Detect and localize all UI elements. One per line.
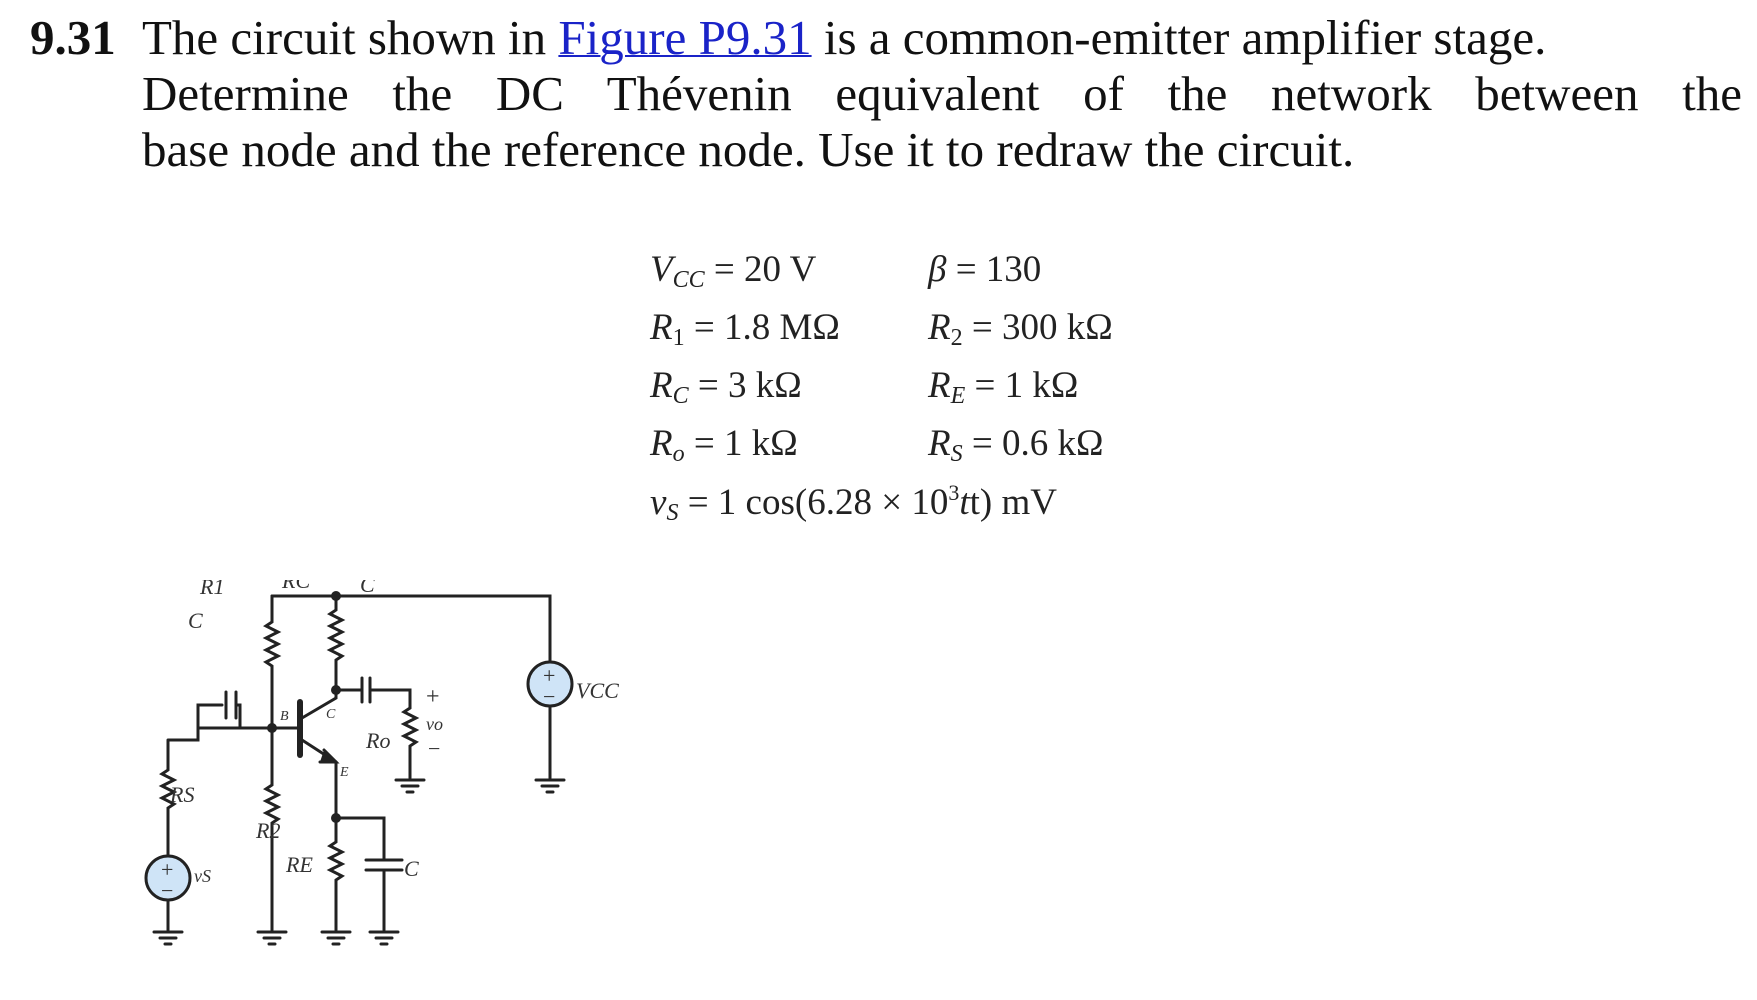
label-c-in: C — [188, 608, 203, 633]
rs-resistor — [158, 726, 200, 857]
param-ro: Ro = 1 kΩ — [650, 423, 798, 467]
bypass-capacitor — [364, 858, 404, 932]
param-re: RE = 1 kΩ — [928, 365, 1079, 409]
label-c-out: C — [360, 580, 375, 597]
label-rc: RC — [281, 580, 310, 593]
node-dot — [331, 813, 341, 823]
param-r2: R2 = 300 kΩ — [928, 307, 1113, 351]
r2-resistor — [262, 726, 282, 932]
figure-link[interactable]: Figure P9.31 — [558, 10, 812, 65]
label-vo: vo — [426, 714, 443, 734]
problem-line-1: 9.31 The circuit shown in Figure P9.31 is… — [30, 10, 1750, 66]
node-dot — [267, 723, 277, 733]
circuit-diagram: + − + − + − R1 C RS vS R2 RC C RE C Ro v… — [144, 580, 619, 946]
vs-minus: − — [161, 878, 173, 903]
node-dot — [331, 591, 341, 601]
re-resistor — [326, 816, 346, 932]
label-emitter: E — [339, 765, 349, 780]
label-vs: vS — [194, 866, 211, 886]
problem-text-start: The circuit shown in — [142, 10, 559, 65]
vo-plus: + — [426, 684, 440, 710]
vo-minus: − — [428, 736, 440, 761]
ro-resistor — [400, 706, 420, 780]
problem-text-end: is a common-emitter amplifier stage. — [811, 10, 1547, 65]
label-rs: RS — [169, 782, 194, 807]
param-vcc: VCC = 20 V — [650, 249, 817, 293]
label-collector: C — [326, 707, 336, 722]
label-r1: R1 — [199, 580, 224, 599]
label-re: RE — [285, 852, 313, 877]
label-vcc: VCC — [576, 678, 619, 703]
emitter-wire — [334, 760, 386, 862]
problem-number: 9.31 — [30, 10, 116, 65]
param-vs: vS = 1 cos(6.28 × 103tt) mV — [650, 480, 1057, 526]
problem-line-2: Determine the DC Thévenin equivalent of … — [142, 66, 1742, 121]
param-rs: RS = 0.6 kΩ — [928, 423, 1104, 467]
ground-symbols — [152, 778, 566, 946]
vcc-minus: − — [543, 684, 555, 709]
rc-resistor — [326, 594, 346, 686]
output-capacitor — [334, 676, 412, 710]
node-dot — [331, 685, 341, 695]
label-c-e: C — [404, 856, 419, 881]
label-r2: R2 — [255, 818, 280, 843]
vs-plus: + — [161, 857, 173, 882]
input-capacitor — [196, 690, 242, 730]
vcc-plus: + — [543, 663, 555, 688]
top-rail-wire — [270, 594, 552, 664]
param-r1: R1 = 1.8 MΩ — [650, 307, 840, 351]
param-beta: β = 130 — [928, 249, 1042, 290]
label-base: B — [280, 709, 289, 724]
r1-resistor — [262, 594, 282, 730]
problem-line-3: base node and the reference node. Use it… — [142, 122, 1355, 177]
param-rc: RC = 3 kΩ — [650, 365, 802, 409]
vs-source — [144, 854, 192, 902]
vcc-source — [526, 660, 574, 708]
label-ro: Ro — [365, 728, 390, 753]
problem-statement: 9.31 The circuit shown in Figure P9.31 is… — [30, 10, 1750, 178]
